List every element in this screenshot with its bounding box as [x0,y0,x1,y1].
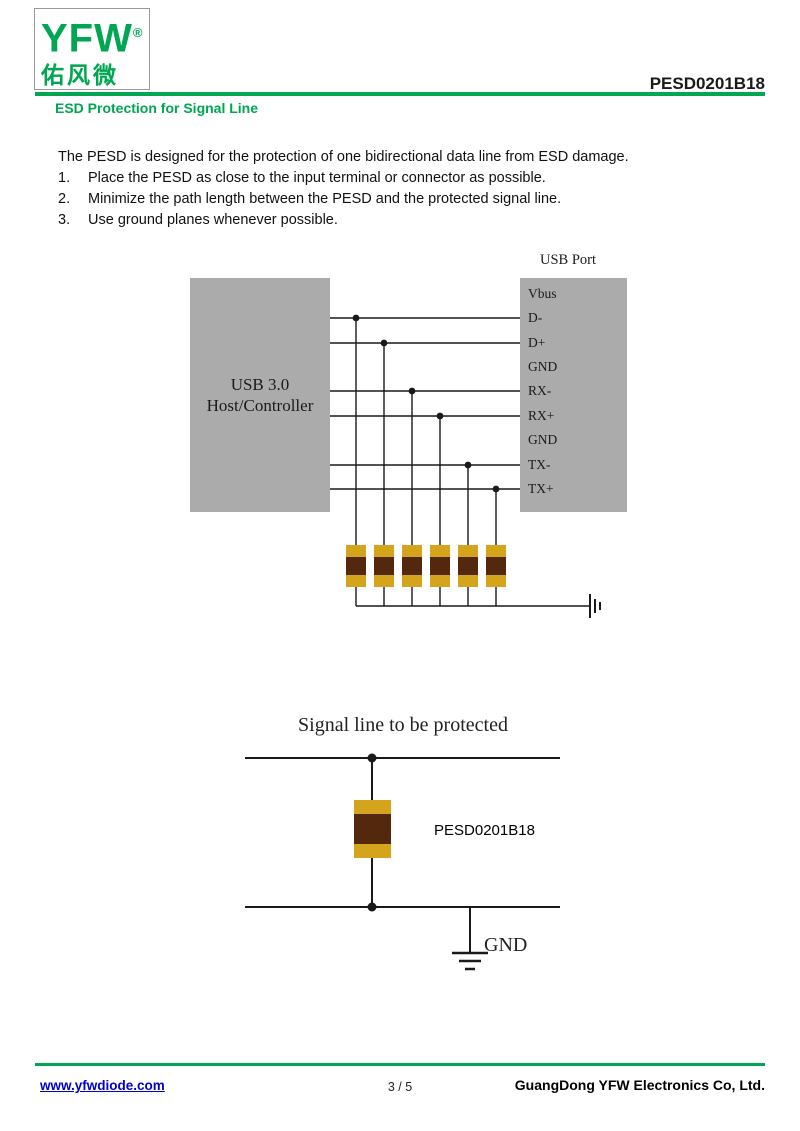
company-name: GuangDong YFW Electronics Co, Ltd. [514,1077,765,1093]
pin-label-gnd1: GND [528,359,558,374]
yfw-logo: YFW® 佑风微 [34,8,150,90]
component-terminal [374,545,394,557]
pin-label-rx-plus: RX+ [528,408,555,423]
component-terminal [374,575,394,587]
logo-brand-text: YFW [41,16,133,61]
diagram2-title: Signal line to be protected [298,714,508,736]
usb-host-box: USB 3.0 Host/Controller [190,278,330,512]
usb-port-box [520,278,627,512]
component-body [354,814,391,844]
list-number: 3. [58,212,71,228]
component-terminal [430,575,450,587]
component-body [402,557,422,575]
component-body [374,557,394,575]
page-number: 3 / 5 [387,1080,413,1094]
component-body [458,557,478,575]
component-terminal [458,575,478,587]
pin-label-d-minus: D- [528,310,543,325]
esd-component [346,545,366,587]
section-title: ESD Protection for Signal Line [55,100,259,116]
component-body [430,557,450,575]
component-terminal [402,575,422,587]
pin-label-tx-plus: TX+ [528,481,554,496]
list-item: 2. Minimize the path length between the P… [58,191,738,207]
ground-symbol-2 [452,951,488,971]
list-number: 2. [58,191,71,207]
esd-component [374,545,394,587]
esd-component [486,545,506,587]
component-terminal [354,800,391,814]
logo-chinese: 佑风微 [41,62,119,89]
diagram1-horizontal-wires [330,317,520,490]
component-terminal [402,545,422,557]
pin-label-tx-minus: TX- [528,457,551,472]
usb-host-label-line1: USB 3.0 [230,374,290,394]
usb-host-label-line2: Host/Controller [206,396,314,415]
pin-label-d-plus: D+ [528,335,546,350]
component-part-label: PESD0201B18 [434,822,535,839]
footer-divider [35,1063,765,1066]
pin-label-gnd2: GND [528,432,558,447]
list-number: 1. [58,170,71,186]
part-number: PESD0201B18 [649,74,765,93]
registered-mark: ® [132,25,144,40]
list-item: 3. Use ground planes whenever possible. [58,212,738,228]
component-terminal [354,844,391,858]
list-item: 1. Place the PESD as close to the input t… [58,170,738,186]
component-terminal [458,545,478,557]
esd-component [402,545,422,587]
list-text: Place the PESD as close to the input ter… [88,170,546,186]
ground-symbol-1 [589,594,601,618]
header-divider [35,92,765,96]
esd-component [458,545,478,587]
pesd-component [354,800,391,858]
component-body [346,557,366,575]
component-terminal [346,575,366,587]
esd-component [430,545,450,587]
gnd-label: GND [484,934,528,956]
component-terminal [346,545,366,557]
list-text: Minimize the path length between the PES… [88,191,562,207]
component-terminal [486,575,506,587]
logo-brand: YFW® [41,11,143,60]
website-link[interactable]: www.yfwdiode.com [40,1078,165,1093]
usb-port-label: USB Port [540,252,597,268]
intro-text: The PESD is designed for the protection … [58,149,629,165]
component-terminal [486,545,506,557]
diagram2-wires [245,757,560,952]
junction-dots [352,314,500,493]
pin-label-rx-minus: RX- [528,383,552,398]
list-text: Use ground planes whenever possible. [88,212,338,228]
component-body [486,557,506,575]
component-terminal [430,545,450,557]
pin-label-vbus: Vbus [528,286,557,301]
